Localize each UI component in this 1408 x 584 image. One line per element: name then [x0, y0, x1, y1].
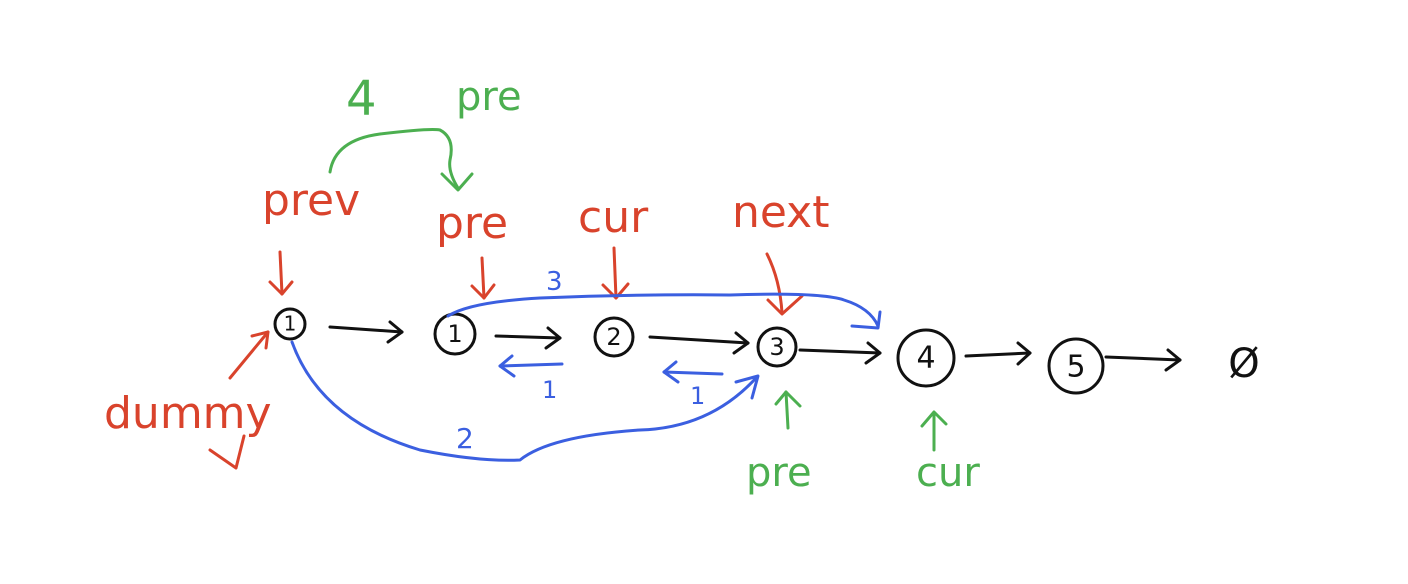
next-arrow-1-to-2	[494, 326, 562, 350]
node-4-label: 4	[916, 341, 935, 376]
next-arrow-3-to-4	[798, 341, 882, 365]
step-4-label: 4	[346, 71, 377, 127]
dummy-pointer: dummy	[104, 330, 272, 470]
node-1-label: 1	[447, 320, 462, 348]
blue-step-3: 3	[546, 267, 563, 297]
pre-pointer: pre	[436, 198, 508, 300]
prev-label: prev	[262, 175, 360, 226]
node-4: 4	[896, 328, 956, 388]
next-arrow-dummy-to-1	[328, 320, 404, 344]
node-5: 5	[1047, 337, 1105, 395]
node-3: 3	[756, 326, 798, 368]
next-pointer: next	[732, 187, 829, 316]
pre-label-green-bottom: pre	[746, 450, 812, 496]
prev-pointer: prev	[262, 175, 360, 296]
null-terminator: Ø	[1228, 341, 1259, 387]
next-arrow-4-to-5	[964, 341, 1032, 366]
node-dummy-label: 1	[284, 312, 297, 336]
blue-step-2: 2	[456, 422, 474, 455]
blue-step-1b: 1	[690, 382, 705, 410]
node-2: 2	[593, 316, 635, 358]
cur-label-green-bottom: cur	[916, 450, 980, 496]
blue-step-1a: 1	[542, 376, 557, 404]
cur-pointer-green: cur	[916, 410, 980, 496]
cur-label-red: cur	[578, 192, 649, 243]
pre-label-red: pre	[436, 198, 508, 249]
step-4-annotation: 4 pre	[328, 71, 522, 192]
node-2-label: 2	[606, 323, 621, 351]
cur-pointer: cur	[578, 192, 649, 300]
next-label: next	[732, 187, 829, 238]
blue-arrow-1-to-4: 3	[446, 267, 882, 330]
dummy-label: dummy	[104, 388, 272, 439]
pre-pointer-green: pre	[746, 390, 812, 496]
next-arrow-2-to-3	[648, 331, 750, 355]
blue-arrow-2-to-1: 1	[498, 354, 564, 404]
node-dummy: 1	[273, 307, 307, 341]
pre-label-green-top: pre	[456, 74, 522, 120]
blue-arrow-3-to-2: 1	[662, 360, 724, 410]
node-1: 1	[433, 312, 477, 356]
next-arrow-5-to-null	[1104, 348, 1182, 372]
node-5-label: 5	[1066, 350, 1085, 385]
blue-arrow-dummy-to-3: 2	[290, 340, 760, 462]
node-3-label: 3	[769, 333, 784, 361]
null-symbol: Ø	[1228, 341, 1259, 387]
